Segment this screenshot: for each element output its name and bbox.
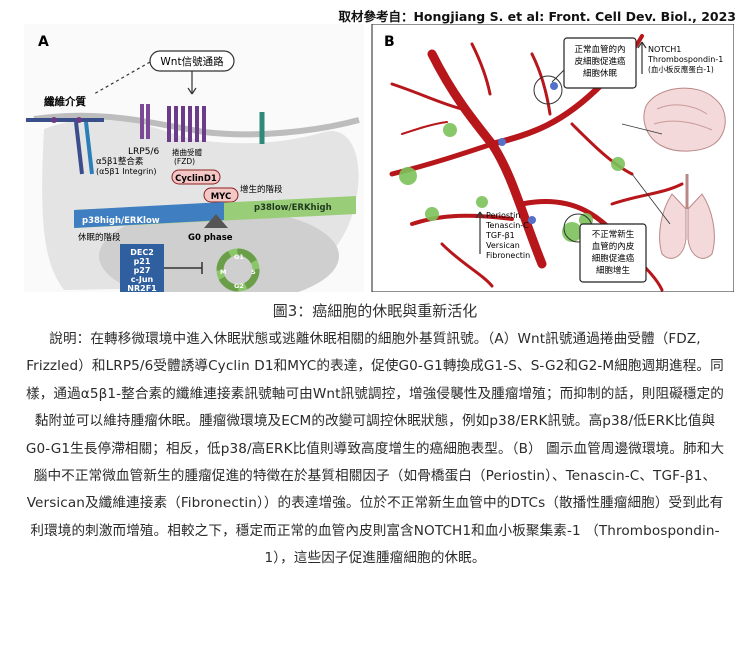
factor-1: Tenascin-C [485, 221, 529, 230]
panel-b: B [371, 24, 734, 292]
box-normal-line-0: 正常血管的內 [574, 44, 625, 55]
factor-4: Fibronectin [486, 251, 530, 260]
notch-1: Thrombospondin-1 [647, 55, 723, 64]
growth-label: 增生的階段 [240, 184, 283, 195]
box-normal-line-2: 細胞休眠 [583, 68, 618, 79]
factor-2: TGF-β1 [485, 231, 515, 240]
notch-0: NOTCH1 [648, 45, 681, 54]
box-growth-line-1: 血管的內皮 [592, 241, 635, 252]
description-label: 說明： [49, 331, 91, 347]
fzd-label-1: 捲曲受體 [172, 147, 202, 157]
fzd-label-2: (FZD) [174, 157, 195, 166]
factor-0: Periostin [486, 211, 520, 220]
integrin-label-1: α5β1整合素 [96, 156, 144, 167]
g0-label: G0 phase [188, 233, 233, 243]
figure-description: 說明：在轉移微環境中進入休眠狀態或逃離休眠相關的細胞外基質訊號。（A）Wnt訊號… [24, 326, 726, 573]
phase-m: M [220, 268, 226, 276]
lrp-label: LRP5/6 [128, 147, 159, 157]
cyclin-label: CyclinD1 [175, 174, 217, 184]
box-growth-line-2: 細胞促進癌 [592, 253, 635, 264]
gene-2: p27 [134, 266, 151, 275]
p38-low-label: p38low/ERKhigh [254, 203, 332, 213]
wnt-label: Wnt信號通路 [160, 55, 224, 68]
gene-1: p21 [134, 257, 151, 266]
panel-b-label: B [384, 34, 395, 50]
gene-4: NR2F1 [127, 284, 157, 292]
p38-high-label: p38high/ERKlow [82, 216, 160, 226]
integrin-label-2: (α5β1 Integrin) [96, 167, 157, 176]
phase-g2: G2 [234, 282, 244, 290]
gene-0: DEC2 [130, 248, 154, 257]
dormant-label: 休眠的階段 [78, 232, 121, 243]
gene-3: c-Jun [131, 275, 154, 284]
source-citation: 取材參考自：Hongjiang S. et al: Front. Cell De… [338, 9, 736, 24]
description-text: 在轉移微環境中進入休眠狀態或逃離休眠相關的細胞外基質訊號。（A）Wnt訊號通過捲… [25, 331, 725, 567]
box-growth-line-0: 不正常新生 [592, 229, 635, 240]
figure-caption: 圖3：癌細胞的休眠與重新活化 [272, 302, 478, 320]
panel-a: A Wnt信號通路 纖維介質 LRP5/6 捲曲受體 (FZD) CyclinD… [24, 24, 364, 292]
box-growth-line-3: 細胞增生 [596, 265, 631, 276]
phase-s: S [251, 268, 256, 276]
notch-2: (血小板反應蛋白-1) [648, 64, 714, 74]
panel-a-label: A [38, 34, 49, 50]
myc-label: MYC [211, 192, 232, 202]
figure-illustration: A Wnt信號通路 纖維介質 LRP5/6 捲曲受體 (FZD) CyclinD… [24, 24, 734, 292]
fibronectin-label: 纖維介質 [44, 95, 86, 108]
factor-3: Versican [486, 241, 520, 250]
box-normal-line-1: 皮細胞促進癌 [574, 56, 626, 67]
phase-g1: G1 [234, 253, 244, 261]
